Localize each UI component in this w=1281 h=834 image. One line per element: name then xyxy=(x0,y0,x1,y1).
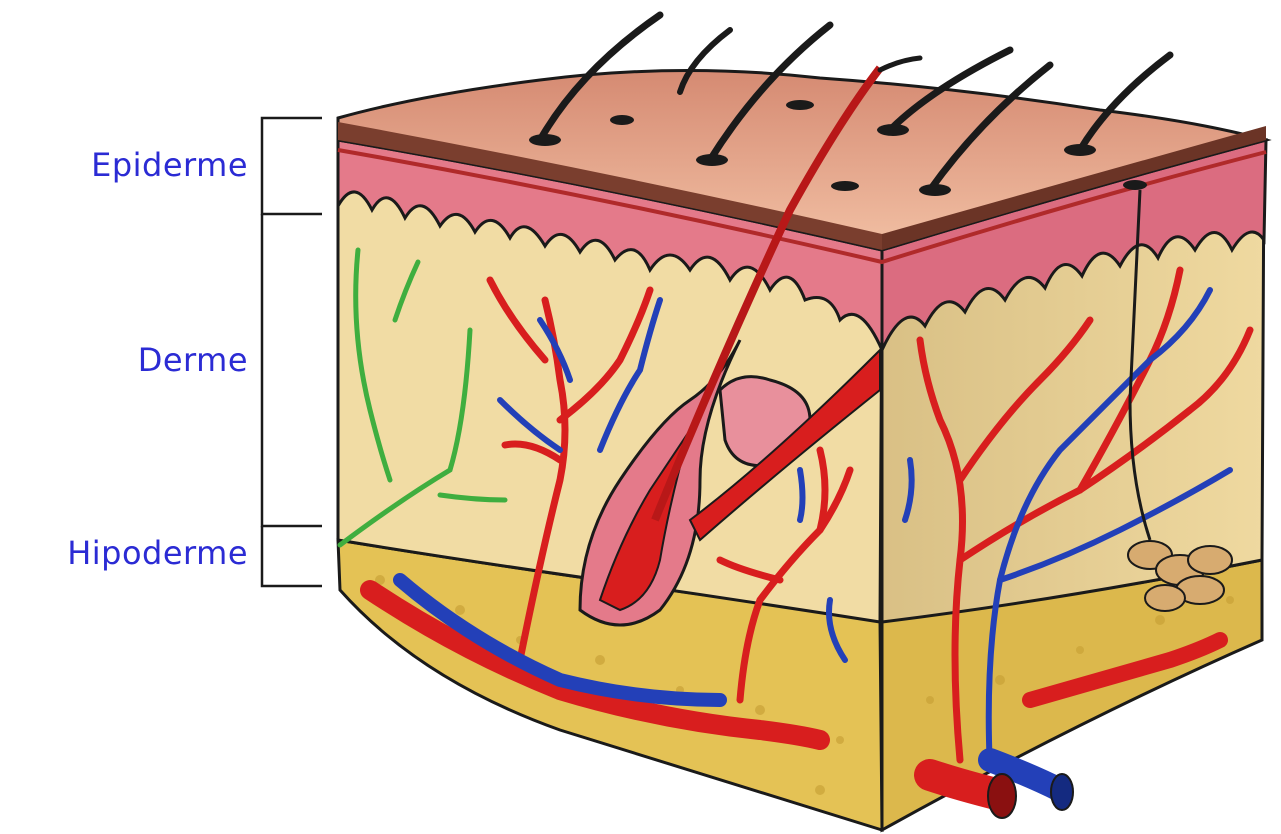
layer-brackets xyxy=(262,118,322,586)
bracket-hipoderme xyxy=(262,526,322,586)
artery-opening xyxy=(988,774,1016,818)
bracket-epiderme xyxy=(262,118,322,214)
bracket-derme xyxy=(262,214,322,526)
vein-opening xyxy=(1051,774,1073,810)
